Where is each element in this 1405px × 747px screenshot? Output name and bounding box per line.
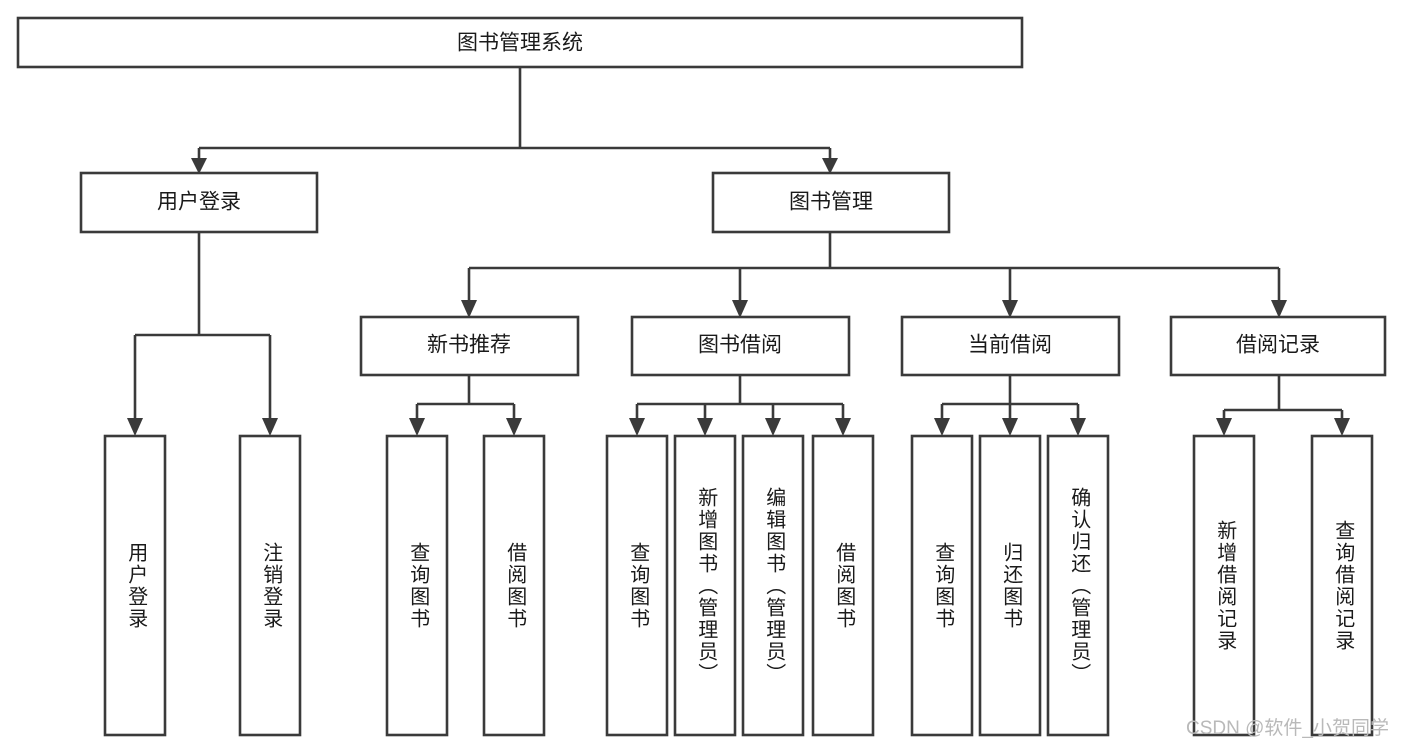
- arrow-leaf-borrow-book-2: [835, 418, 851, 436]
- node-leaf-query-book-1-box[interactable]: [385, 434, 449, 737]
- arrow-leaf-confirm-return: [1070, 418, 1086, 436]
- node-book-management[interactable]: 图书管理: [711, 171, 951, 234]
- connector-layer: [127, 67, 1350, 436]
- node-book-borrow-box[interactable]: [630, 315, 851, 377]
- node-book-borrow[interactable]: 图书借阅: [630, 315, 851, 377]
- node-borrow-record-label: 借阅记录: [1236, 334, 1320, 357]
- arrow-to-user-login: [191, 158, 207, 174]
- arrow-leaf-add-record: [1216, 418, 1232, 436]
- node-root-label: 图书管理系统: [457, 32, 583, 55]
- arrow-leaf-add-book: [697, 418, 713, 436]
- node-leaf-confirm-return-box[interactable]: [1046, 434, 1110, 737]
- arrow-leaf-logout-login: [262, 418, 278, 436]
- node-layer: 图书管理系统 用户登录 图书管理 新书推荐 图书借阅: [16, 16, 1387, 737]
- node-leaf-user-login-box[interactable]: [103, 434, 167, 737]
- node-user-login-label: 用户登录: [157, 191, 241, 214]
- node-book-borrow-label: 图书借阅: [698, 334, 782, 357]
- node-new-book-recommend[interactable]: 新书推荐: [359, 315, 580, 377]
- arrow-to-new-book: [461, 300, 477, 318]
- node-leaf-logout-login-box[interactable]: [238, 434, 302, 737]
- node-current-borrow[interactable]: 当前借阅: [900, 315, 1121, 377]
- arrow-leaf-query-book-1: [409, 418, 425, 436]
- node-current-borrow-box[interactable]: [900, 315, 1121, 377]
- node-leaf-query-record-box[interactable]: [1310, 434, 1374, 737]
- arrow-to-current-borrow: [1002, 300, 1018, 318]
- csdn-watermark: CSDN @软件_小贺同学: [1186, 718, 1389, 739]
- node-borrow-record-box[interactable]: [1169, 315, 1387, 377]
- arrow-leaf-query-record: [1334, 418, 1350, 436]
- node-user-login[interactable]: 用户登录: [79, 171, 319, 234]
- node-current-borrow-label: 当前借阅: [968, 334, 1052, 357]
- node-book-management-label: 图书管理: [789, 191, 873, 214]
- arrow-leaf-query-book-2: [629, 418, 645, 436]
- arrow-to-borrow-record: [1271, 300, 1287, 318]
- node-leaf-query-book-3-box[interactable]: [910, 434, 974, 737]
- node-leaf-borrow-book-1-box[interactable]: [482, 434, 546, 737]
- node-user-login-box[interactable]: [79, 171, 319, 234]
- arrow-leaf-query-book-3: [934, 418, 950, 436]
- node-book-management-box[interactable]: [711, 171, 951, 234]
- node-leaf-return-book-box[interactable]: [978, 434, 1042, 737]
- node-borrow-record[interactable]: 借阅记录: [1169, 315, 1387, 377]
- arrow-to-book-borrow: [732, 300, 748, 318]
- node-leaf-edit-book-box[interactable]: [741, 434, 805, 737]
- node-root[interactable]: 图书管理系统: [16, 16, 1024, 69]
- node-new-book-recommend-box[interactable]: [359, 315, 580, 377]
- node-root-box[interactable]: [16, 16, 1024, 69]
- arrow-leaf-borrow-book-1: [506, 418, 522, 436]
- node-leaf-borrow-book-2-box[interactable]: [811, 434, 875, 737]
- arrow-leaf-edit-book: [765, 418, 781, 436]
- node-leaf-add-book-box[interactable]: [673, 434, 737, 737]
- arrow-leaf-return-book: [1002, 418, 1018, 436]
- node-leaf-query-book-2-box[interactable]: [605, 434, 669, 737]
- node-leaf-add-record-box[interactable]: [1192, 434, 1256, 737]
- node-new-book-recommend-label: 新书推荐: [427, 334, 511, 357]
- arrow-leaf-user-login: [127, 418, 143, 436]
- arrow-to-book-management: [822, 158, 838, 174]
